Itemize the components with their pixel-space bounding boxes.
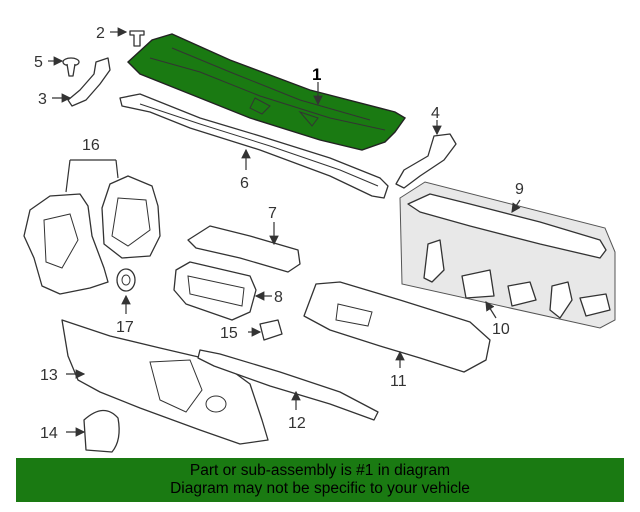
callout-13: 13 (40, 367, 58, 384)
leader-lines (48, 27, 521, 437)
callout-9: 9 (515, 181, 524, 198)
callout-14: 14 (40, 425, 58, 442)
part-7-bracket[interactable] (187, 225, 301, 273)
part-14-pad[interactable] (83, 409, 120, 453)
callout-17: 17 (116, 319, 134, 336)
part-8-tray[interactable] (173, 261, 257, 321)
part-1-cowl-vent-panel[interactable] (126, 33, 407, 151)
callout-5: 5 (34, 54, 43, 71)
callout-8: 8 (274, 289, 283, 306)
callout-12: 12 (288, 415, 306, 432)
callout-11: 11 (390, 373, 407, 390)
part-15-clip[interactable] (259, 319, 283, 341)
callout-15: 15 (220, 325, 238, 342)
info-banner: Part or sub-assembly is #1 in diagram Di… (16, 458, 624, 502)
part-3-bracket[interactable] (67, 57, 111, 107)
callout-7: 7 (268, 205, 277, 222)
part-11-panel[interactable] (303, 281, 491, 373)
callout-1: 1 (312, 65, 321, 84)
callout-4: 4 (431, 105, 440, 122)
part-5-push-pin[interactable] (62, 57, 80, 77)
part-9-assembly-box[interactable] (399, 181, 616, 329)
part-16-housing-right[interactable] (101, 175, 161, 259)
callout-6: 6 (240, 175, 249, 192)
part-2-screw[interactable] (129, 30, 145, 47)
part-13-dash-insulator[interactable] (61, 319, 269, 445)
callout-labels: 1 2 3 4 5 6 7 8 9 10 11 12 13 14 15 16 1… (34, 25, 524, 442)
banner-line-1: Part or sub-assembly is #1 in diagram (189, 462, 451, 479)
callout-2: 2 (96, 25, 105, 42)
part-6-cowl-panel[interactable] (119, 93, 389, 199)
callout-10: 10 (492, 321, 510, 338)
part-4-side-bracket[interactable] (395, 133, 457, 189)
banner-line-2: Diagram may not be specific to your vehi… (170, 480, 470, 497)
callout-3: 3 (38, 91, 47, 108)
part-12-strip[interactable] (197, 349, 379, 421)
callout-16: 16 (82, 137, 100, 154)
part-17-grommet[interactable] (116, 268, 136, 292)
part-16-housing-left[interactable] (23, 193, 109, 295)
